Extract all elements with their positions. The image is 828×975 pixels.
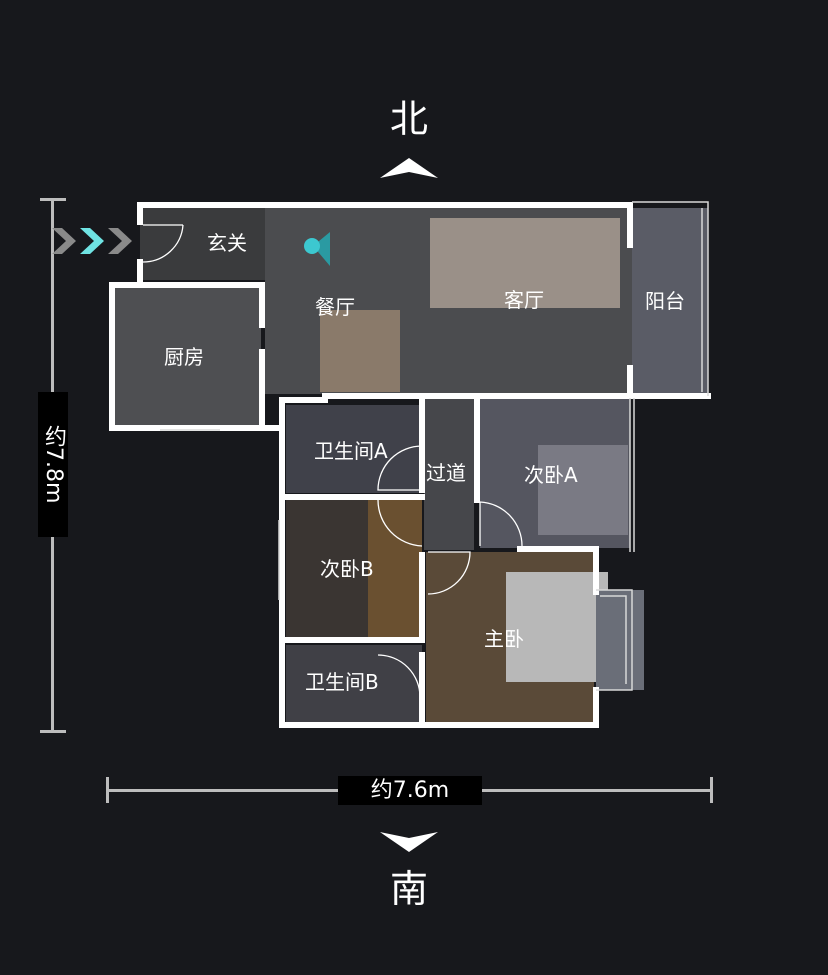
entrance-door — [142, 224, 184, 263]
entrance-floor — [140, 208, 265, 280]
bathroom-a-door — [377, 445, 423, 491]
bathroom-a-floor — [286, 405, 422, 493]
floor-fills — [115, 208, 708, 723]
height-dimension-tick-bottom — [40, 730, 66, 733]
balcony-floor — [632, 208, 708, 394]
south-chevron-icon — [380, 832, 438, 852]
room-label-dining: 餐厅 — [315, 295, 355, 319]
walls — [109, 202, 711, 728]
room-label-bathroom-b: 卫生间B — [305, 670, 379, 694]
bathroom-b-door — [377, 654, 421, 698]
north-label: 北 — [390, 97, 429, 141]
room-label-balcony: 阳台 — [645, 289, 685, 313]
bedroom-a-door — [479, 501, 523, 547]
master-window — [596, 589, 633, 691]
windows — [160, 201, 709, 691]
bedroom-b-walls — [279, 494, 425, 643]
room-label-living: 客厅 — [504, 288, 544, 312]
dining-carpet — [320, 310, 400, 392]
bedroom-a-bed — [538, 445, 628, 535]
bedroom-a-window — [629, 398, 635, 552]
room-label-kitchen: 厨房 — [164, 345, 204, 369]
width-dimension-tick-right — [710, 777, 713, 803]
room-labels: 玄关 餐厅 客厅 阳台 厨房 卫生间A 过道 次卧A 次卧B 主卧 卫生间B — [164, 231, 685, 694]
height-dimension-tick-top — [40, 198, 66, 201]
height-dimension-label: 约7.8m — [38, 392, 68, 537]
room-label-bathroom-a: 卫生间A — [314, 439, 388, 463]
south-label: 南 — [390, 867, 429, 911]
master-bed — [506, 572, 608, 682]
doors — [142, 224, 523, 698]
room-label-bedroom-b: 次卧B — [320, 557, 374, 581]
balcony-window — [632, 201, 709, 396]
north-chevron-icon — [380, 158, 438, 178]
master-window-bay — [596, 590, 644, 690]
width-dimension-tick-left — [106, 777, 109, 803]
corridor-floor — [424, 395, 474, 550]
width-dimension-label: 约7.6m — [338, 776, 482, 805]
entry-arrow-icon — [52, 228, 132, 254]
bathroom-b-floor — [286, 645, 422, 723]
room-label-entrance: 玄关 — [207, 231, 247, 255]
sofa — [430, 218, 620, 308]
kitchen-floor — [115, 288, 261, 426]
room-label-bedroom-a: 次卧A — [524, 463, 578, 487]
viewpoint-icon — [304, 232, 330, 266]
bathroom-b-walls — [279, 637, 599, 728]
bedroom-b-wood — [368, 500, 422, 638]
room-label-corridor: 过道 — [426, 461, 466, 485]
master-door — [427, 551, 471, 595]
bedroom-b-door — [377, 499, 423, 547]
room-label-master: 主卧 — [484, 627, 524, 651]
